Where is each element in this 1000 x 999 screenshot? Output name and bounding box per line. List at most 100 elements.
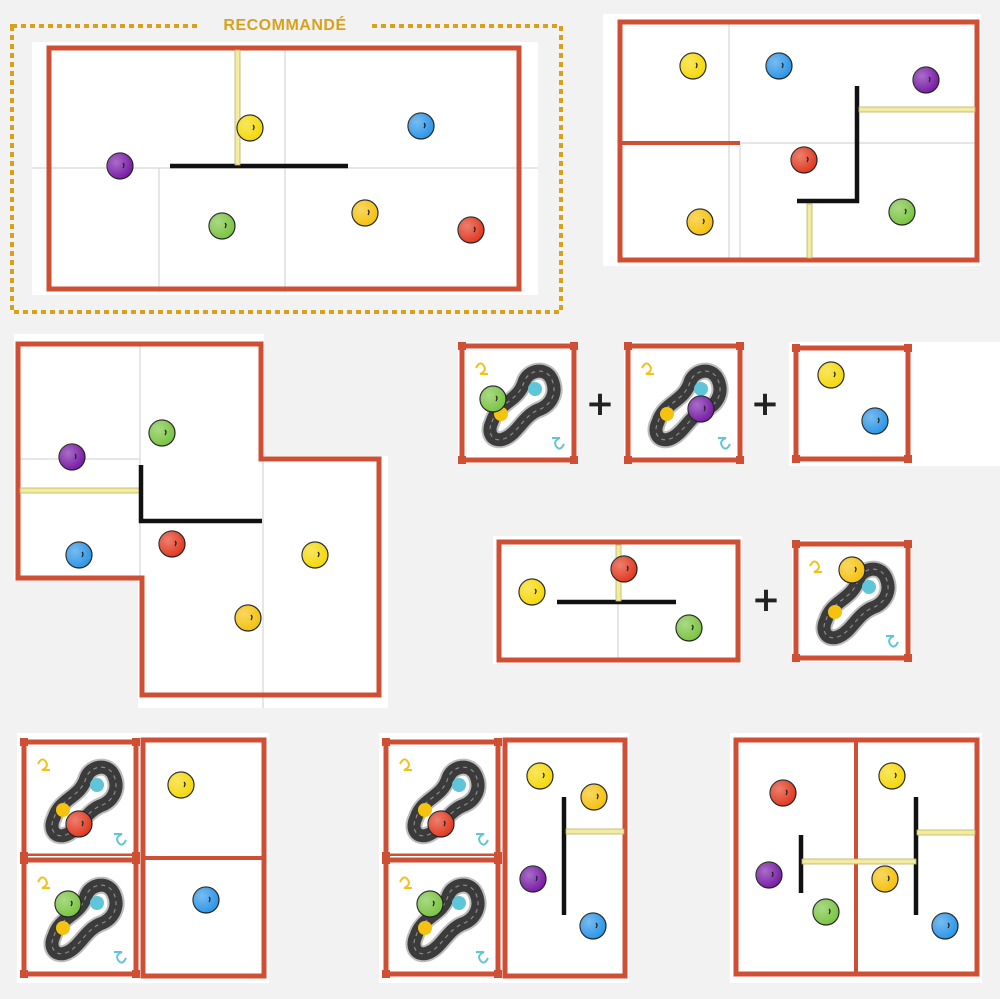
ball-green[interactable] (148, 419, 176, 447)
ball-gloss (879, 763, 905, 789)
ball-orange[interactable] (686, 208, 714, 236)
ball-orange[interactable] (234, 604, 262, 632)
ball-green[interactable] (888, 198, 916, 226)
mat (603, 14, 981, 266)
ball-gloss (818, 362, 844, 388)
ball-mark (596, 793, 599, 800)
ball-mark (904, 208, 907, 215)
corner-peg (382, 970, 390, 978)
ball-gloss (193, 887, 219, 913)
ball-yellow[interactable] (236, 114, 264, 142)
layout-bottom-left[interactable] (17, 733, 269, 983)
number-two-icon-yellow (37, 876, 50, 889)
gate-bar (801, 858, 917, 865)
ball-purple[interactable] (912, 66, 940, 94)
corner-peg (494, 856, 502, 864)
ball-red[interactable] (65, 810, 93, 838)
corner-peg (20, 738, 28, 746)
layout-recommended[interactable] (10, 24, 563, 314)
ball-gloss (688, 396, 714, 422)
corner-peg (736, 456, 744, 464)
ball-mark (208, 896, 211, 903)
layout-l-shape[interactable] (14, 334, 388, 708)
start-dot-cyan (452, 778, 466, 792)
ball-green[interactable] (416, 890, 444, 918)
ball-purple[interactable] (687, 395, 715, 423)
number-two-icon-cyan (552, 437, 565, 450)
ball-green[interactable] (479, 385, 507, 413)
ball-red[interactable] (457, 216, 485, 244)
ball-blue[interactable] (407, 112, 435, 140)
ball-green[interactable] (812, 898, 840, 926)
track-centerline (51, 766, 117, 837)
ball-mark (423, 122, 426, 129)
ball-purple[interactable] (106, 152, 134, 180)
ball-purple[interactable] (755, 861, 783, 889)
ball-mark (122, 162, 125, 169)
ball-mark (771, 871, 774, 878)
outer-wall (459, 343, 577, 463)
ball-orange[interactable] (580, 783, 608, 811)
ball-orange[interactable] (838, 556, 866, 584)
ball-mark (74, 453, 77, 460)
outer-wall (502, 737, 628, 979)
ball-mark (495, 395, 498, 402)
ball-orange[interactable] (871, 865, 899, 893)
ball-blue[interactable] (861, 407, 889, 435)
ball-yellow[interactable] (878, 762, 906, 790)
start-dot-yellow (418, 921, 432, 935)
track-tile (792, 540, 912, 662)
ball-green[interactable] (675, 614, 703, 642)
ball-purple[interactable] (58, 443, 86, 471)
start-dot-yellow (56, 803, 70, 817)
ball-mark (595, 922, 598, 929)
ball-red[interactable] (158, 530, 186, 558)
ball-yellow[interactable] (679, 52, 707, 80)
combo-track-track-square[interactable] (458, 342, 1000, 466)
ball-blue[interactable] (192, 886, 220, 914)
ball-green[interactable] (54, 890, 82, 918)
ball-red[interactable] (769, 779, 797, 807)
ball-red[interactable] (427, 810, 455, 838)
ball-blue[interactable] (65, 541, 93, 569)
layout-top-right[interactable] (603, 14, 981, 266)
ball-mark (695, 62, 698, 69)
ball-mark (81, 551, 84, 558)
ball-blue[interactable] (765, 52, 793, 80)
track-centerline (413, 884, 479, 955)
ball-yellow[interactable] (526, 762, 554, 790)
ball-red[interactable] (790, 146, 818, 174)
ball-orange[interactable] (351, 199, 379, 227)
ball-gloss (107, 153, 133, 179)
start-dot-yellow (418, 803, 432, 817)
combo-rect-track[interactable] (493, 536, 912, 664)
layout-bottom-right[interactable] (730, 733, 982, 983)
ball-mark (854, 566, 857, 573)
ball-yellow[interactable] (301, 541, 329, 569)
corner-peg (570, 456, 578, 464)
ball-purple[interactable] (519, 865, 547, 893)
corner-peg (792, 654, 800, 662)
black-wall (138, 465, 262, 524)
outer-wall (625, 343, 743, 463)
ball-gloss (676, 615, 702, 641)
ball-mark (887, 875, 890, 882)
ball-gloss (611, 556, 637, 582)
outer-wall (21, 857, 139, 977)
ball-gloss (862, 408, 888, 434)
plus-sign: + (750, 384, 780, 424)
ball-yellow[interactable] (167, 771, 195, 799)
layout-bottom-middle[interactable] (379, 733, 629, 983)
ball-blue[interactable] (931, 912, 959, 940)
number-two-icon-cyan (476, 951, 489, 964)
ball-mark (833, 371, 836, 378)
corner-peg (458, 456, 466, 464)
ball-green[interactable] (208, 212, 236, 240)
ball-yellow[interactable] (817, 361, 845, 389)
ball-yellow[interactable] (518, 578, 546, 606)
ball-mark (317, 551, 320, 558)
ball-blue[interactable] (579, 912, 607, 940)
ball-red[interactable] (610, 555, 638, 583)
ball-mark (806, 156, 809, 163)
ball-mark (473, 226, 476, 233)
